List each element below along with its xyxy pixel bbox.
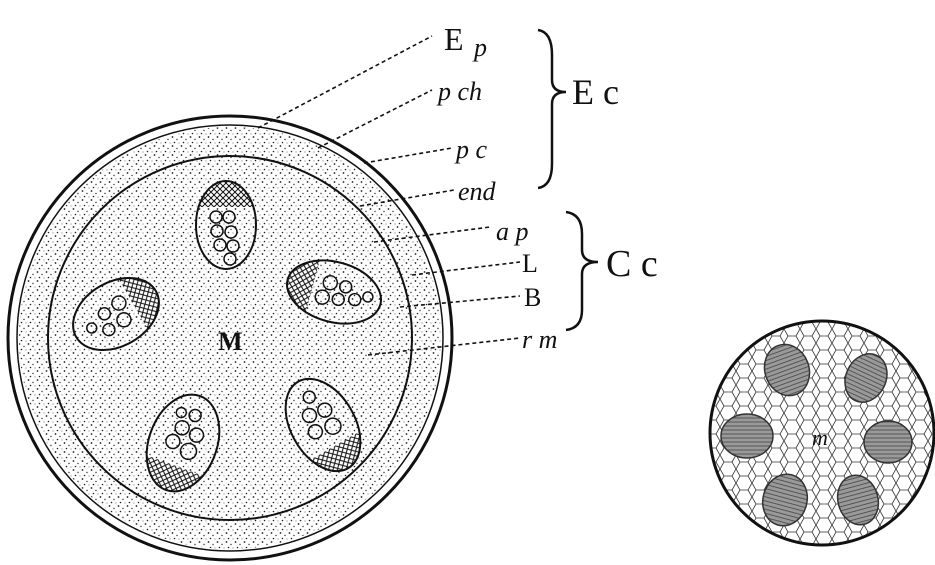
brace-cc: [566, 212, 598, 330]
label-end: end: [458, 177, 497, 206]
label-b: B: [524, 283, 541, 312]
label-l: L: [522, 249, 538, 278]
small-bundle-4: [864, 421, 912, 463]
small-pith-label: m: [812, 425, 828, 450]
label-ap: a p: [496, 217, 529, 246]
small-cross-section: m: [710, 321, 934, 545]
labels: E p p ch p c end a p L B r m E c C c: [436, 21, 658, 354]
pith-label: M: [218, 327, 243, 356]
large-cross-section: M: [8, 116, 452, 560]
label-pch: p ch: [436, 77, 482, 106]
label-epidermis: E: [444, 21, 464, 57]
label-rm: r m: [522, 325, 557, 354]
label-cc: C c: [606, 243, 658, 285]
label-epidermis-subscript: p: [472, 33, 487, 62]
brace-ec: [538, 30, 566, 188]
small-bundle-3: [721, 414, 773, 458]
label-pc: p c: [454, 135, 488, 164]
label-ec: E c: [572, 72, 619, 112]
